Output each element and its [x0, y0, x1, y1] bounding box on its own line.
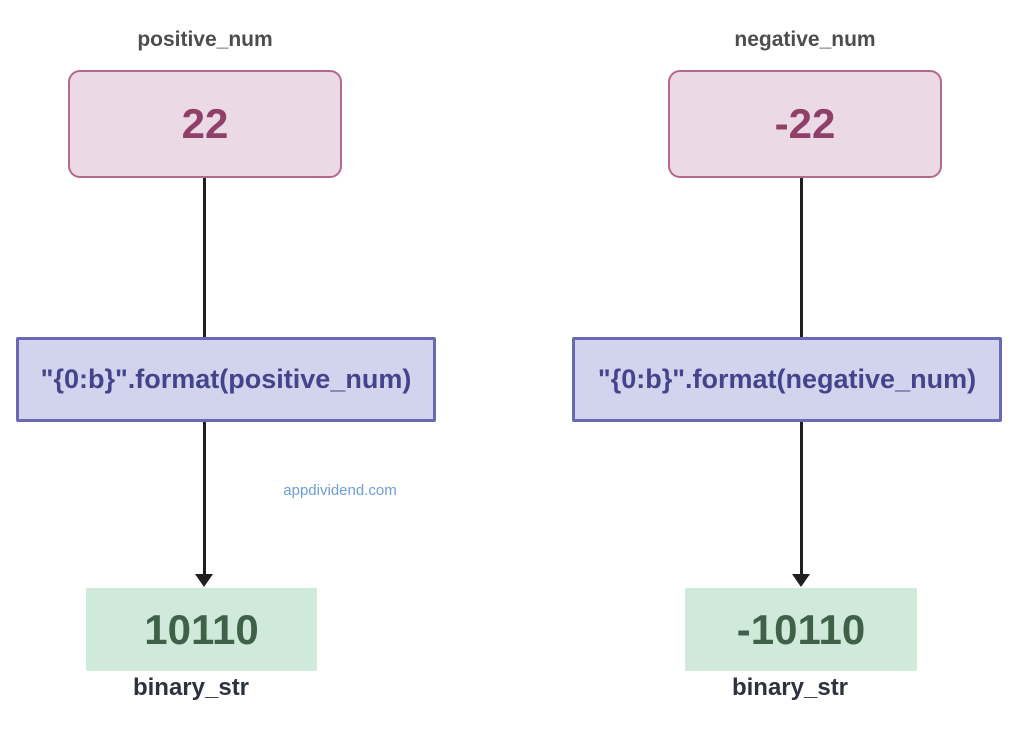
input-value-node-positive: 22	[68, 70, 342, 178]
output-variable-label-positive: binary_str	[132, 674, 250, 701]
connector-line	[203, 422, 206, 576]
code-text: "{0:b}".format(negative_num)	[597, 364, 977, 394]
code-node-positive: "{0:b}".format(positive_num)	[16, 337, 436, 422]
input-variable-label-positive: positive_num	[137, 28, 273, 51]
arrow-head-icon	[195, 574, 213, 587]
code-node-negative: "{0:b}".format(negative_num)	[572, 337, 1002, 422]
output-variable-label-negative: binary_str	[731, 674, 849, 701]
connector-line	[800, 178, 803, 337]
output-value-text: -10110	[736, 605, 866, 653]
input-value-node-negative: -22	[668, 70, 942, 178]
arrow-head-icon	[792, 574, 810, 587]
input-value-text: 22	[181, 100, 229, 147]
input-variable-label-negative: negative_num	[734, 28, 876, 51]
code-text: "{0:b}".format(positive_num)	[40, 364, 412, 394]
connector-line	[203, 178, 206, 337]
connector-line	[800, 422, 803, 576]
output-value-node-positive: 10110	[86, 588, 317, 671]
output-value-text: 10110	[144, 605, 259, 653]
output-value-node-negative: -10110	[685, 588, 917, 671]
input-value-text: -22	[774, 100, 836, 147]
watermark-text: appdividend.com	[283, 482, 397, 499]
